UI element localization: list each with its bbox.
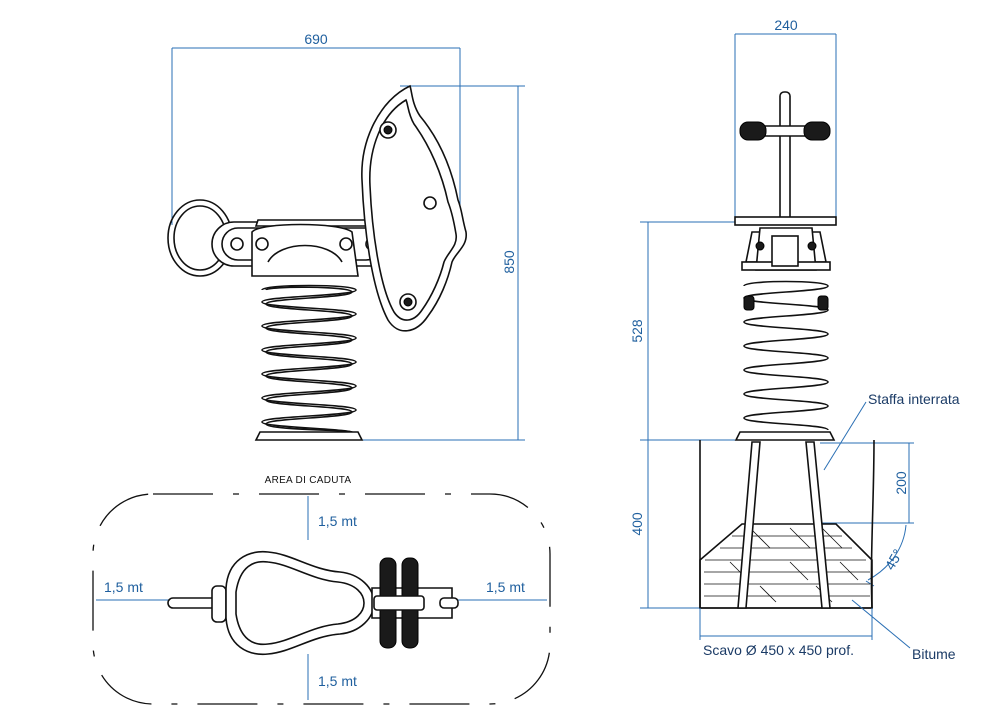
clearance-bottom-label: 1,5 mt: [318, 673, 357, 689]
dim-400-label: 400: [629, 512, 645, 536]
handlebar-side: [734, 91, 837, 226]
rider-top-view: [167, 550, 459, 656]
fall-area-outline: [92, 493, 551, 705]
clearance-left-label: 1,5 mt: [104, 579, 143, 595]
dim-528: 528: [629, 221, 735, 441]
dim-400: 400: [629, 439, 700, 609]
dim-850: 850: [350, 85, 525, 441]
fall-area-title: AREA DI CADUTA: [265, 475, 352, 486]
seat-bracket-side: [741, 227, 831, 271]
staffa-label: Staffa interrata: [868, 391, 960, 407]
spring-side: [734, 280, 836, 441]
top-view: AREA DI CADUTA 1,5 mt 1,5 mt 1,5 mt 1,5 …: [92, 475, 551, 705]
angle-45-label: 45°: [881, 546, 905, 572]
spring-front: [254, 284, 364, 441]
dim-690-label: 690: [304, 31, 328, 47]
dim-240-label: 240: [774, 17, 798, 33]
front-view: 690 850: [167, 31, 525, 441]
dim-240: 240: [734, 17, 837, 225]
scavo-label: Scavo Ø 450 x 450 prof.: [703, 642, 854, 658]
side-view: 240 528 400 200 45°: [629, 17, 960, 662]
seat-body: [167, 84, 467, 332]
bitume-label: Bitume: [912, 646, 956, 662]
clearance-right-label: 1,5 mt: [486, 579, 525, 595]
dim-200-label: 200: [893, 471, 909, 495]
foundation: [699, 401, 911, 649]
dim-200: 200: [820, 442, 914, 524]
clearance-top-label: 1,5 mt: [318, 513, 357, 529]
dim-690: 690: [171, 31, 461, 225]
dim-528-label: 528: [629, 319, 645, 343]
clearance-arrows: [96, 496, 547, 700]
dim-850-label: 850: [501, 250, 517, 274]
